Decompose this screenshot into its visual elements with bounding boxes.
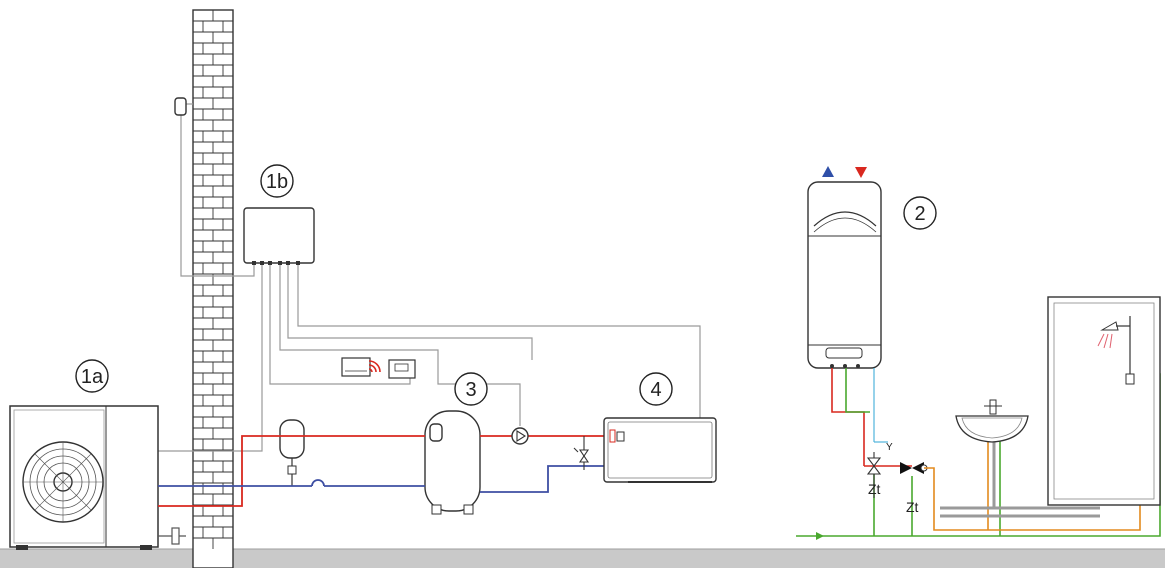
bypass-valve-icon bbox=[573, 436, 590, 470]
outdoor-sensor bbox=[174, 97, 187, 116]
label-2-text: 2 bbox=[914, 203, 925, 225]
label-1a: 1a bbox=[75, 359, 109, 393]
floor bbox=[0, 549, 1165, 568]
label-4: 4 bbox=[639, 372, 673, 406]
label-1b-text: 1b bbox=[266, 171, 288, 193]
wireless-signal-icon bbox=[368, 360, 381, 373]
fan-coil-unit bbox=[603, 417, 717, 483]
room-thermostat bbox=[341, 357, 371, 377]
circulation-pump-icon bbox=[511, 427, 529, 445]
expansion-vessel bbox=[279, 419, 305, 486]
y-mark: Y bbox=[886, 442, 893, 453]
brick-wall bbox=[192, 9, 234, 569]
dhw-light-blue-pipe bbox=[873, 368, 888, 443]
buffer-tank bbox=[424, 410, 481, 515]
heating-return-pipe bbox=[158, 465, 604, 493]
safety-valve-left bbox=[866, 452, 882, 498]
label-1b: 1b bbox=[260, 164, 294, 198]
signal-wiring bbox=[158, 103, 701, 452]
drain-fitting bbox=[158, 527, 186, 545]
shower-head-icon bbox=[1097, 321, 1130, 349]
shower-cabin bbox=[1047, 296, 1161, 506]
air-in-marker bbox=[822, 166, 834, 177]
thermostatic-mixing-valve bbox=[900, 462, 928, 474]
control-unit bbox=[243, 207, 315, 265]
label-1a-text: 1a bbox=[81, 366, 104, 388]
heat-pump-outdoor-unit bbox=[9, 405, 159, 550]
label-2: 2 bbox=[903, 196, 937, 230]
fan-icon bbox=[22, 441, 104, 523]
wash-basin bbox=[955, 399, 1029, 443]
dhw-hot-pipe bbox=[831, 368, 912, 467]
zt-left-mark: Zt bbox=[868, 481, 881, 497]
zt-right-mark: Zt bbox=[906, 499, 919, 515]
heat-pump-water-heater bbox=[807, 181, 882, 369]
receiver-box bbox=[388, 359, 416, 379]
label-4-text: 4 bbox=[650, 379, 661, 401]
heating-supply-pipe bbox=[158, 435, 604, 507]
waste-pipes bbox=[940, 432, 1100, 518]
air-out-marker bbox=[855, 167, 867, 178]
label-3: 3 bbox=[454, 372, 488, 406]
label-3-text: 3 bbox=[465, 379, 476, 401]
flow-arrow bbox=[816, 532, 824, 540]
